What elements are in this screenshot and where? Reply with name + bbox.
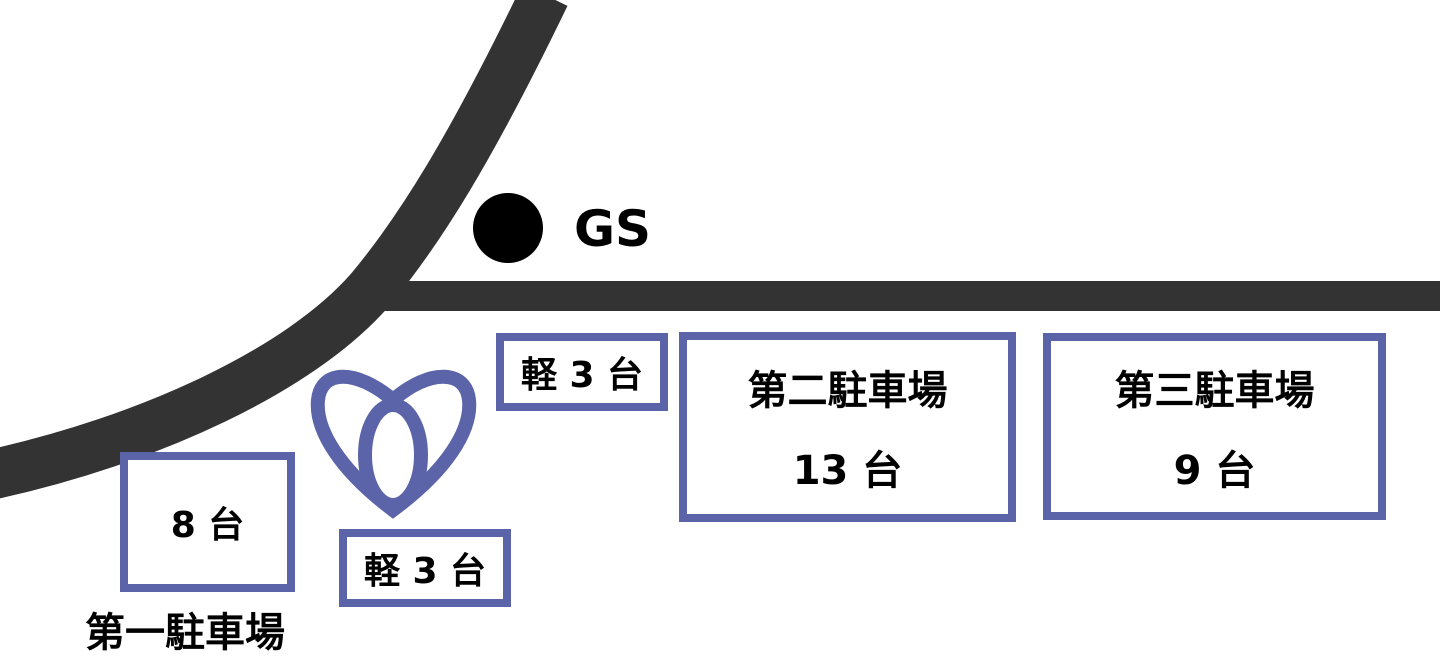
parking-lot-2-name: 第二駐車場: [747, 368, 948, 414]
parking-lot-1[interactable]: 8 台: [120, 452, 295, 592]
parking-lot-3-name: 第三駐車場: [1114, 367, 1315, 414]
facility-logo-icon: [310, 369, 477, 519]
kei-parking-upper-capacity: 軽 3 台: [520, 355, 644, 396]
parking-lot-1-capacity: 8 台: [170, 505, 245, 546]
gas-station-dot-icon: [473, 193, 543, 263]
gas-station-label: GS: [574, 200, 652, 258]
curved-road: [0, 0, 568, 499]
horizontal-road: [380, 281, 1440, 311]
parking-lot-1-name: 第一駐車場: [85, 610, 285, 656]
kei-parking-upper[interactable]: 軽 3 台: [496, 333, 668, 411]
kei-parking-lower-capacity: 軽 3 台: [363, 551, 487, 592]
parking-lot-2-capacity: 13 台: [792, 448, 903, 494]
parking-lot-3-capacity: 9 台: [1173, 447, 1256, 494]
kei-parking-lower[interactable]: 軽 3 台: [339, 529, 511, 607]
parking-lot-3[interactable]: 第三駐車場 9 台: [1043, 333, 1386, 520]
parking-lot-2[interactable]: 第二駐車場 13 台: [679, 332, 1016, 522]
